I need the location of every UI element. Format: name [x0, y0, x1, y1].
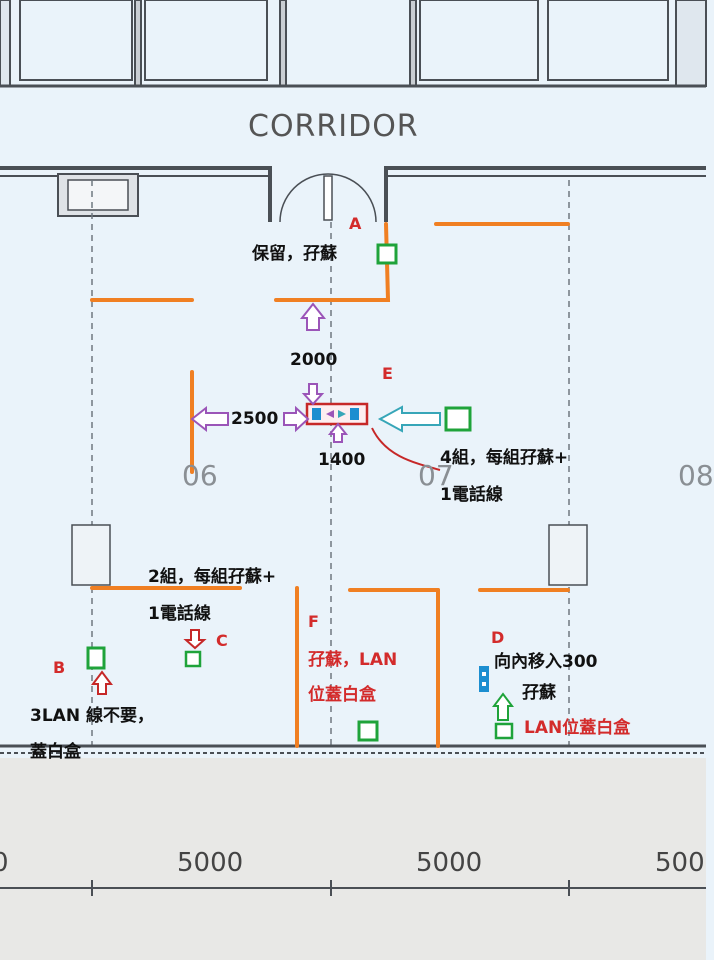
- point-e-note-line2: 1電話線: [440, 485, 503, 505]
- point-a-note: 保留，孖蘇: [252, 244, 337, 264]
- column: [548, 524, 588, 586]
- socket-e-right: [444, 406, 472, 432]
- point-c-note-line1: 2組，每組孖蘇+: [148, 567, 277, 587]
- point-d-note-line1: 向內移入300: [494, 652, 598, 672]
- socket-c: [184, 650, 202, 668]
- point-b-note-line2: 蓋白盒: [30, 742, 81, 762]
- socket-b: [86, 646, 106, 670]
- point-f-letter: F: [308, 612, 319, 631]
- arrows-purple: [190, 302, 349, 443]
- point-b-letter: B: [53, 658, 66, 677]
- room-number-07: 07: [418, 459, 454, 492]
- double-door: [279, 173, 377, 223]
- dimension-left: 0: [0, 848, 9, 878]
- point-b-note-line1: 3LAN 線不要，: [30, 706, 154, 726]
- top-rooms: [0, 0, 707, 88]
- socket-a: [376, 243, 398, 265]
- arrows-red: [91, 629, 207, 695]
- desk-cluster-e: [305, 402, 369, 426]
- point-f-note-line2: 位蓋白盒: [308, 685, 376, 705]
- point-d-letter: D: [491, 628, 505, 647]
- arrow-green: [492, 692, 514, 721]
- point-c-letter: C: [216, 631, 228, 650]
- room-number-08: 08: [678, 459, 714, 492]
- dimension-line: [0, 880, 706, 896]
- room-number-06: 06: [182, 459, 218, 492]
- lower-floor-strip: [0, 758, 706, 960]
- dimension-2500: 2500: [231, 409, 279, 429]
- dimension-1400: 1400: [318, 450, 366, 470]
- point-f-note-line1: 孖蘇，LAN: [308, 650, 398, 670]
- point-d-note-line2: 孖蘇: [522, 683, 556, 703]
- point-c-note-line2: 1電話線: [148, 604, 211, 624]
- point-a-letter: A: [349, 214, 362, 233]
- point-e-note-line1: 4組，每組孖蘇+: [440, 448, 569, 468]
- dimension-5000-a: 5000: [177, 848, 244, 878]
- point-d-note-line3: LAN位蓋白盒: [524, 718, 631, 738]
- point-e-letter: E: [382, 364, 393, 383]
- office-floor: [0, 0, 706, 760]
- dimension-5000-b: 5000: [416, 848, 483, 878]
- bottom-wall: [0, 744, 706, 754]
- corridor-label: CORRIDOR: [248, 109, 419, 144]
- dimension-2000: 2000: [290, 350, 338, 370]
- arrow-teal: [377, 405, 441, 433]
- dimension-right: 500: [655, 848, 705, 878]
- leader-curve: [371, 427, 441, 471]
- column: [71, 524, 111, 586]
- sockets: [86, 243, 514, 742]
- socket-d: [494, 722, 514, 740]
- socket-f: [357, 720, 379, 742]
- marker-d: [479, 666, 489, 692]
